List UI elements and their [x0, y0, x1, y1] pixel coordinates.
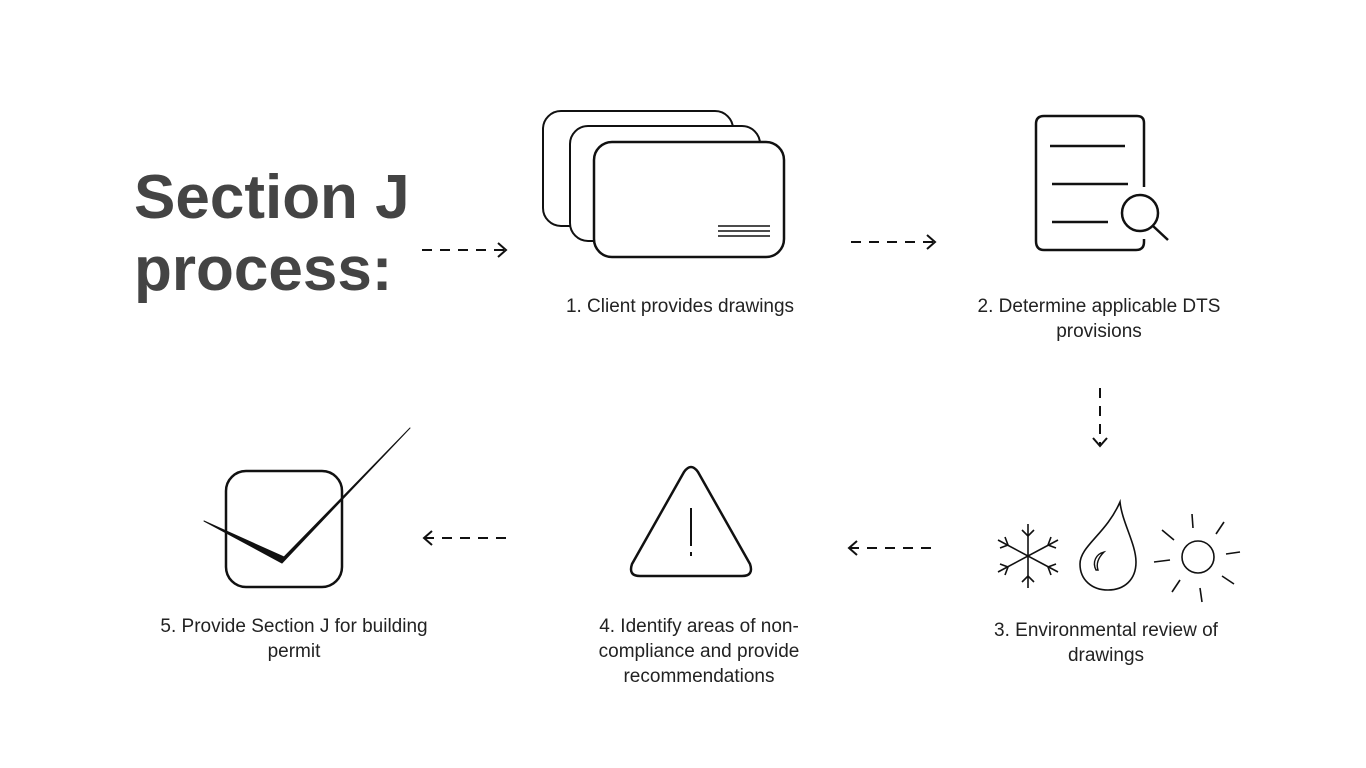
title-line-1: Section J — [134, 163, 410, 232]
arrow-left-icon — [847, 540, 933, 556]
arrow-down-icon — [1092, 388, 1108, 448]
arrow-right-icon — [422, 242, 508, 258]
stacked-drawings-icon — [542, 110, 786, 259]
step-5-caption: 5. Provide Section J for building permit — [160, 616, 428, 662]
document-search-icon — [1034, 114, 1169, 252]
page-title: Section J process: — [134, 162, 434, 306]
snowflake-icon — [997, 524, 1059, 588]
step-1-caption: 1. Client provides drawings — [565, 296, 795, 317]
arrow-left-icon — [422, 530, 508, 546]
step-2-caption: 2. Determine applicable DTS provisions — [977, 296, 1221, 342]
warning-icon — [629, 465, 753, 578]
step-4-caption: 4. Identify areas of non-compliance and … — [598, 616, 800, 687]
sun-icon — [1153, 513, 1241, 603]
step-3-caption: 3. Environmental review of drawings — [994, 620, 1218, 666]
water-drop-icon — [1079, 498, 1137, 591]
title-line-2: process: — [134, 235, 393, 304]
checkbox-checked-icon — [203, 427, 411, 589]
arrow-right-icon — [851, 234, 937, 250]
